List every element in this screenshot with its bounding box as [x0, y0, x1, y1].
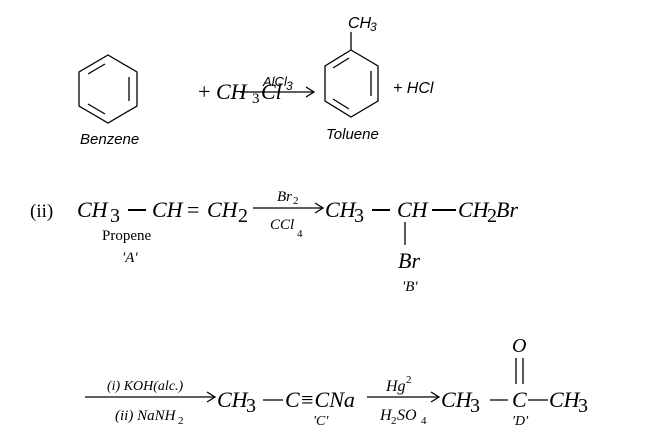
arrow-head: [305, 86, 316, 98]
toluene-label: Toluene: [326, 126, 379, 143]
methyl-chloride-sub: 3: [252, 91, 260, 107]
methyl-group-a: CH: [348, 15, 372, 32]
propene-ch3-sub: 3: [110, 205, 120, 227]
arrow-head: [314, 202, 325, 214]
benzene-label: Benzene: [80, 131, 139, 148]
sulfuric-acid-sub2: 4: [421, 415, 427, 427]
propene-label: Propene: [102, 228, 151, 244]
toluene-ring: [324, 32, 379, 118]
sulfuric-acid-so: SO: [397, 407, 417, 424]
sodium-acetylide: C≡CNa: [285, 387, 355, 412]
arrow-head: [430, 391, 441, 403]
compound-d-tag: 'D': [512, 414, 529, 429]
acetone-ch3-right-sub: 3: [578, 395, 588, 417]
compound-c-tag: 'C': [313, 414, 329, 429]
sulfuric-acid-h: H: [379, 407, 393, 424]
propene-ch2-sub: 2: [238, 205, 248, 227]
carbonyl-carbon: C: [512, 387, 527, 412]
methyl-group-sub: 3: [370, 20, 377, 34]
mercury-catalyst: Hg: [385, 378, 406, 395]
propene-ch3: CH: [77, 197, 109, 222]
acetone-ch3-left: CH: [441, 387, 473, 412]
product-br-substituent: Br: [398, 248, 420, 273]
nanh2-sub: 2: [178, 415, 184, 427]
compound-b-tag: 'B': [402, 279, 418, 295]
koh-reagent: (i) KOH(alc.): [107, 379, 184, 394]
acetone-ch3-left-sub: 3: [470, 395, 480, 417]
product-ch: CH: [397, 197, 429, 222]
double-bond: =: [187, 197, 199, 222]
product-ch3: CH: [325, 197, 357, 222]
acetone-ch3-right: CH: [549, 387, 581, 412]
solvent-sub: 4: [297, 228, 303, 240]
intermediate-ch3: CH: [217, 387, 249, 412]
hcl-byproduct: + HCl: [393, 80, 434, 97]
benzene-ring: [78, 54, 138, 124]
propene-ch: CH: [152, 197, 184, 222]
arrow-head: [206, 391, 217, 403]
catalyst-sub: 3: [286, 79, 293, 93]
product-br: Br: [496, 197, 518, 222]
product-ch2-sub: 2: [487, 205, 497, 227]
nanh2-reagent: (ii) NaNH: [115, 408, 177, 424]
product-ch3-sub: 3: [354, 205, 364, 227]
intermediate-ch3-sub: 3: [246, 395, 256, 417]
sulfuric-acid-sub1: 2: [391, 415, 397, 427]
product-ch2: CH: [458, 197, 490, 222]
bromine-sub: 2: [293, 195, 299, 207]
plus-sign: +: [198, 79, 210, 104]
mercury-charge: 2: [406, 374, 412, 386]
reaction-ii-label: (ii): [30, 201, 53, 222]
propene-ch2: CH: [207, 197, 239, 222]
compound-a-tag: 'A': [122, 250, 138, 266]
carbonyl-oxygen: O: [512, 335, 526, 357]
solvent-ccl: CCl: [270, 217, 294, 233]
catalyst-a: AlCl: [262, 74, 288, 89]
bromine-reagent: Br: [277, 189, 292, 205]
